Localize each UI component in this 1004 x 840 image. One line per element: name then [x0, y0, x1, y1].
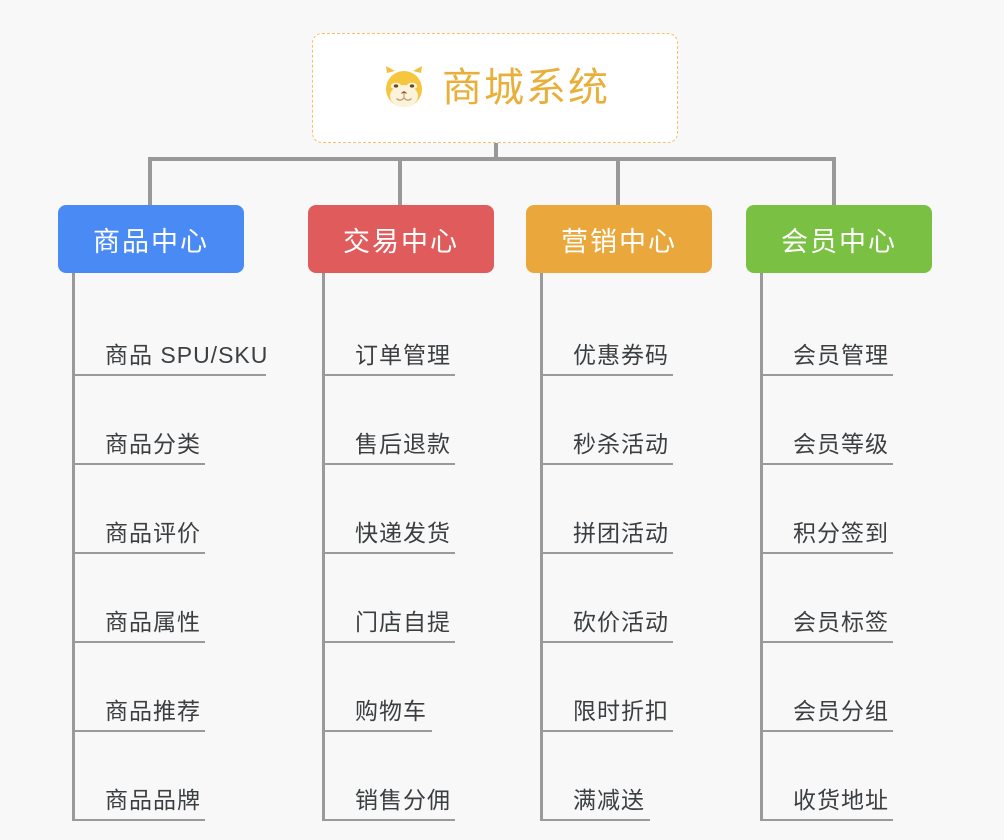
leaf-item[interactable]: 会员管理 [763, 287, 996, 376]
leaf-item-label: 商品分类 [105, 430, 201, 457]
leaf-item-underline [325, 819, 455, 821]
leaf-item[interactable]: 秒杀活动 [543, 376, 776, 465]
leaf-item-label: 商品评价 [105, 519, 201, 546]
leaf-item-underline [325, 730, 432, 732]
category-label: 营销中心 [561, 226, 677, 257]
leaf-list: 优惠券码秒杀活动拼团活动砍价活动限时折扣满减送 [540, 273, 776, 821]
leaf-item-label: 商品属性 [105, 608, 201, 635]
leaf-item-label: 销售分佣 [355, 786, 451, 813]
leaf-item[interactable]: 商品推荐 [75, 643, 308, 732]
leaf-item-label: 会员分组 [793, 697, 889, 724]
leaf-item[interactable]: 优惠券码 [543, 287, 776, 376]
leaf-item-label: 积分签到 [793, 519, 889, 546]
leaf-item-label: 订单管理 [355, 341, 451, 368]
leaf-item[interactable]: 门店自提 [325, 554, 558, 643]
leaf-item-label: 会员等级 [793, 430, 889, 457]
leaf-item-underline [75, 730, 205, 732]
leaf-item-label: 商品品牌 [105, 786, 201, 813]
leaf-item-label: 砍价活动 [573, 608, 669, 635]
leaf-item-label: 快递发货 [355, 519, 451, 546]
category-box-3[interactable]: 会员中心 [746, 205, 932, 273]
leaf-item[interactable]: 砍价活动 [543, 554, 776, 643]
leaf-item[interactable]: 拼团活动 [543, 465, 776, 554]
leaf-item-label: 售后退款 [355, 430, 451, 457]
leaf-item-underline [75, 552, 205, 554]
leaf-item[interactable]: 限时折扣 [543, 643, 776, 732]
category-label: 交易中心 [343, 226, 459, 257]
leaf-item-underline [75, 819, 205, 821]
leaf-item[interactable]: 订单管理 [325, 287, 558, 376]
leaf-list: 商品 SPU/SKU 商品分类商品评价商品属性商品推荐商品品牌 [72, 273, 308, 821]
trunk-vertical-connector [494, 143, 498, 159]
trunk-horizontal-connector [150, 157, 834, 161]
leaf-item-underline [543, 641, 673, 643]
leaf-item-label: 会员标签 [793, 608, 889, 635]
leaf-item[interactable]: 会员等级 [763, 376, 996, 465]
leaf-item-underline [543, 819, 650, 821]
leaf-item[interactable]: 商品评价 [75, 465, 308, 554]
leaf-item[interactable]: 商品分类 [75, 376, 308, 465]
leaf-item-underline [543, 374, 673, 376]
leaf-item-underline [763, 641, 893, 643]
leaf-item-underline [543, 463, 673, 465]
leaf-item-label: 优惠券码 [573, 341, 669, 368]
branch-connector-2 [616, 157, 620, 207]
leaf-item-underline [325, 552, 455, 554]
category-label: 会员中心 [781, 226, 897, 257]
leaf-item-label: 会员管理 [793, 341, 889, 368]
leaf-item-underline [763, 374, 893, 376]
leaf-item[interactable]: 快递发货 [325, 465, 558, 554]
leaf-item[interactable]: 收货地址 [763, 732, 996, 821]
leaf-item-underline [543, 730, 673, 732]
leaf-item[interactable]: 商品属性 [75, 554, 308, 643]
category-column-0: 商品中心商品 SPU/SKU 商品分类商品评价商品属性商品推荐商品品牌 [58, 205, 308, 821]
leaf-item[interactable]: 会员标签 [763, 554, 996, 643]
leaf-item-underline [75, 463, 205, 465]
leaf-item-underline [763, 730, 893, 732]
category-box-2[interactable]: 营销中心 [526, 205, 712, 273]
leaf-item[interactable]: 购物车 [325, 643, 558, 732]
leaf-list: 会员管理会员等级积分签到会员标签会员分组收货地址 [760, 273, 996, 821]
leaf-item-label: 商品推荐 [105, 697, 201, 724]
leaf-item-label: 限时折扣 [573, 697, 669, 724]
leaf-item[interactable]: 满减送 [543, 732, 776, 821]
leaf-item-label: 秒杀活动 [573, 430, 669, 457]
leaf-item-underline [543, 552, 673, 554]
leaf-item[interactable]: 商品品牌 [75, 732, 308, 821]
leaf-item-label: 拼团活动 [573, 519, 669, 546]
leaf-item-underline [325, 641, 455, 643]
category-label: 商品中心 [93, 226, 209, 257]
branch-connector-0 [148, 157, 152, 207]
leaf-item-underline [325, 374, 455, 376]
root-node[interactable]: 商城系统 [312, 33, 678, 143]
branch-connector-3 [832, 157, 836, 207]
category-column-1: 交易中心订单管理售后退款快递发货门店自提购物车销售分佣 [308, 205, 558, 821]
leaf-item-label: 收货地址 [793, 786, 889, 813]
category-box-1[interactable]: 交易中心 [308, 205, 494, 273]
category-box-0[interactable]: 商品中心 [58, 205, 244, 273]
leaf-item[interactable]: 商品 SPU/SKU [75, 287, 308, 376]
leaf-item[interactable]: 销售分佣 [325, 732, 558, 821]
leaf-item-underline [75, 641, 205, 643]
leaf-item[interactable]: 积分签到 [763, 465, 996, 554]
leaf-item[interactable]: 售后退款 [325, 376, 558, 465]
leaf-item-label: 商品 SPU/SKU [105, 341, 269, 368]
leaf-list: 订单管理售后退款快递发货门店自提购物车销售分佣 [322, 273, 558, 821]
branch-connector-1 [398, 157, 402, 207]
leaf-item-label: 满减送 [573, 786, 645, 813]
leaf-item-underline [763, 819, 893, 821]
leaf-item-label: 购物车 [355, 697, 427, 724]
leaf-item[interactable]: 会员分组 [763, 643, 996, 732]
category-column-2: 营销中心优惠券码秒杀活动拼团活动砍价活动限时折扣满减送 [526, 205, 776, 821]
leaf-item-label: 门店自提 [355, 608, 451, 635]
shiba-dog-face-icon [380, 64, 428, 112]
root-title: 商城系统 [442, 66, 610, 110]
leaf-item-underline [763, 463, 893, 465]
category-column-3: 会员中心会员管理会员等级积分签到会员标签会员分组收货地址 [746, 205, 996, 821]
leaf-item-underline [75, 374, 266, 376]
leaf-item-underline [763, 552, 893, 554]
leaf-item-underline [325, 463, 455, 465]
